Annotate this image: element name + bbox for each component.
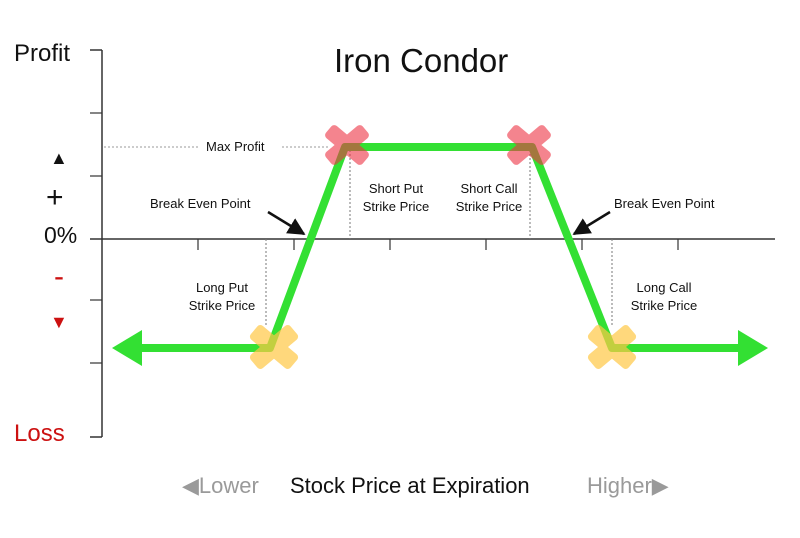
diagram-title: Iron Condor: [334, 42, 509, 79]
minus-sign-label: -: [54, 260, 64, 293]
arrow-right-icon: [738, 330, 768, 366]
long-put-label-line2: Strike Price: [188, 298, 256, 313]
x-axis-lower-label: ◀Lower: [182, 473, 259, 498]
short-put-label-line1: Short Put: [368, 181, 424, 196]
x-axis-label: Stock Price at Expiration: [290, 473, 530, 498]
long-put-strike-label: Long Put Strike Price: [180, 279, 264, 315]
short-call-x-mark-icon: [507, 125, 551, 165]
break-even-right-label: Break Even Point: [614, 196, 715, 211]
payoff-line: [130, 143, 745, 352]
break-even-left-label: Break Even Point: [150, 196, 251, 211]
down-triangle-icon: ▼: [50, 312, 68, 332]
short-put-x-mark-icon: [325, 125, 369, 165]
long-call-label-line1: Long Call: [636, 280, 692, 295]
max-profit-label: Max Profit: [206, 139, 265, 154]
break-even-right-pointer-arrow-icon: [572, 210, 611, 236]
short-call-strike-label: Short Call Strike Price: [446, 180, 532, 216]
long-call-x-mark-icon: [587, 325, 637, 369]
up-triangle-icon: ▲: [50, 148, 68, 168]
x-axis-higher-label: Higher▶: [587, 473, 669, 498]
long-put-x-mark-icon: [249, 325, 299, 369]
x-axis-ticks: [197, 239, 679, 250]
short-call-label-line2: Strike Price: [455, 199, 523, 214]
short-put-label-line2: Strike Price: [362, 199, 430, 214]
break-even-left-pointer-arrow-icon: [267, 210, 306, 236]
long-call-strike-label: Long Call Strike Price: [622, 279, 706, 315]
short-call-label-line1: Short Call: [460, 181, 518, 196]
y-axis-profit-label: Profit: [14, 40, 71, 67]
y-axis-loss-label: Loss: [14, 420, 65, 447]
long-put-label-line1: Long Put: [195, 280, 249, 295]
arrow-left-icon: [112, 330, 142, 366]
plus-sign-label: +: [46, 181, 64, 214]
y-axis-zero-label: 0%: [44, 222, 78, 248]
short-put-strike-label: Short Put Strike Price: [356, 180, 436, 216]
y-axis-ticks: [90, 112, 102, 364]
long-call-label-line2: Strike Price: [630, 298, 698, 313]
